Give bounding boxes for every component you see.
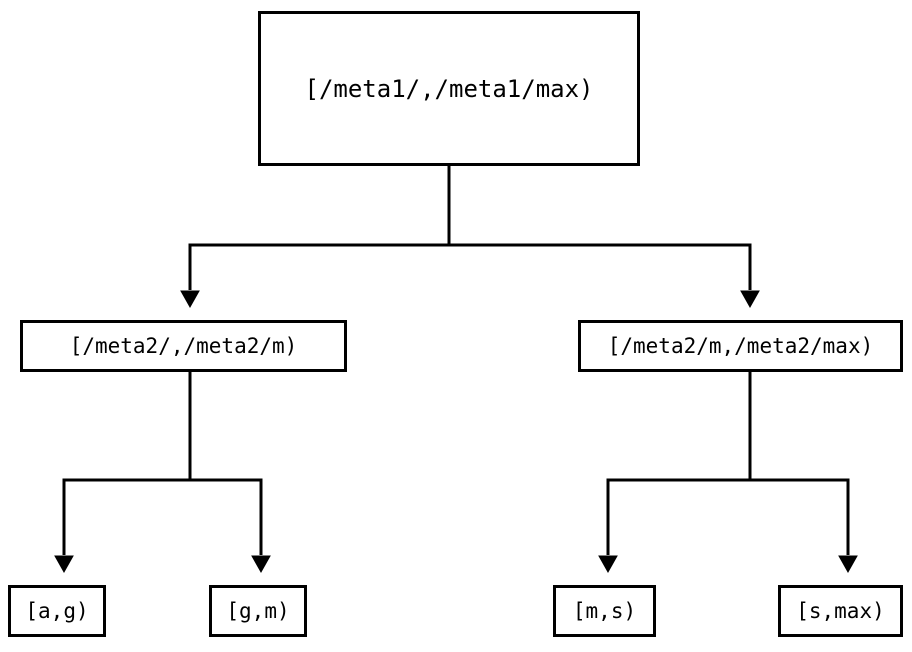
edge-meta2-low-to-leaf-gm — [190, 478, 271, 574]
tree-node-leaf-ag-label: [a,g) — [25, 598, 89, 623]
edge-meta2-low-to-leaf-ag — [54, 372, 192, 574]
arrowhead-icon — [251, 555, 271, 574]
edge-line — [62, 372, 192, 555]
edge-line — [606, 372, 752, 555]
edge-meta2-high-to-leaf-smax — [750, 478, 858, 574]
tree-node-leaf-ms-label: [m,s) — [572, 598, 637, 623]
edge-meta2-high-to-leaf-ms — [598, 372, 752, 574]
tree-node-leaf-gm: [g,m) — [209, 585, 307, 637]
arrowhead-icon — [838, 555, 858, 574]
tree-node-leaf-smax-label: [s,max) — [796, 598, 885, 623]
tree-node-leaf-smax: [s,max) — [778, 585, 903, 637]
tree-node-leaf-ag: [a,g) — [8, 585, 106, 637]
arrowhead-icon — [180, 290, 200, 309]
edge-line — [188, 166, 451, 290]
tree-node-leaf-gm-label: [g,m) — [226, 598, 290, 623]
tree-node-root-label: [/meta1/,/meta1/max) — [304, 74, 594, 103]
edge-line — [750, 478, 850, 555]
edge-line — [190, 478, 263, 555]
tree-node-root: [/meta1/,/meta1/max) — [258, 11, 640, 166]
arrowhead-icon — [740, 290, 760, 309]
tree-node-meta2-low: [/meta2/,/meta2/m) — [20, 320, 347, 372]
tree-node-meta2-high: [/meta2/m,/meta2/max) — [578, 320, 903, 372]
arrowhead-icon — [54, 555, 74, 574]
arrowhead-icon — [598, 555, 618, 574]
edge-root-to-meta2-high — [449, 243, 760, 309]
edge-line — [449, 243, 752, 290]
tree-node-leaf-ms: [m,s) — [553, 585, 656, 637]
tree-node-meta2-low-label: [/meta2/,/meta2/m) — [69, 333, 298, 358]
tree-node-meta2-high-label: [/meta2/m,/meta2/max) — [607, 333, 874, 358]
edge-root-to-meta2-low — [180, 166, 451, 309]
